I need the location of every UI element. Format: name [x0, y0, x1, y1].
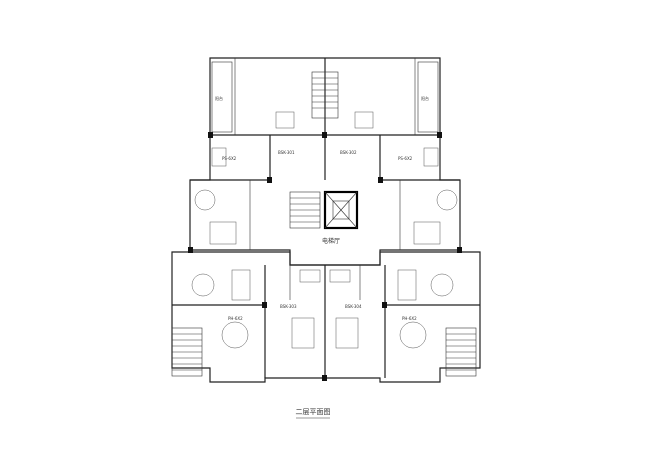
room-label-bsk-302: BSK-302: [340, 150, 357, 155]
hall-label: 电梯厅: [322, 237, 340, 245]
room-labels: BSK-301 BSK-302 BSK-303 BSK-304 PS-6X2 P…: [215, 95, 429, 321]
drawing-title-block: 二层平面图: [296, 408, 331, 419]
room-label-ps-right: PS-6X2: [398, 156, 413, 161]
elevator-core: [323, 190, 359, 230]
side-stairs: [171, 327, 477, 377]
room-label-ph-left: PH-6X2: [228, 316, 243, 321]
room-label-bsk-303: BSK-303: [280, 304, 297, 309]
structural-columns: [188, 132, 462, 381]
balcony-label-left: 阳台: [215, 95, 223, 101]
drawing-title: 二层平面图: [296, 408, 331, 416]
balcony-label-right: 阳台: [421, 95, 429, 101]
top-stair: [311, 71, 339, 119]
room-label-ps-left: PS-6X2: [222, 156, 237, 161]
furniture: [209, 111, 441, 349]
room-label-bsk-301: BSK-301: [278, 150, 295, 155]
lower-block-walls: [171, 251, 481, 383]
room-label-bsk-304: BSK-304: [345, 304, 362, 309]
round-fixtures: [191, 189, 458, 349]
core-stair: [289, 191, 321, 229]
room-label-ph-right: PH-6X2: [402, 316, 417, 321]
balconies: [211, 61, 439, 133]
